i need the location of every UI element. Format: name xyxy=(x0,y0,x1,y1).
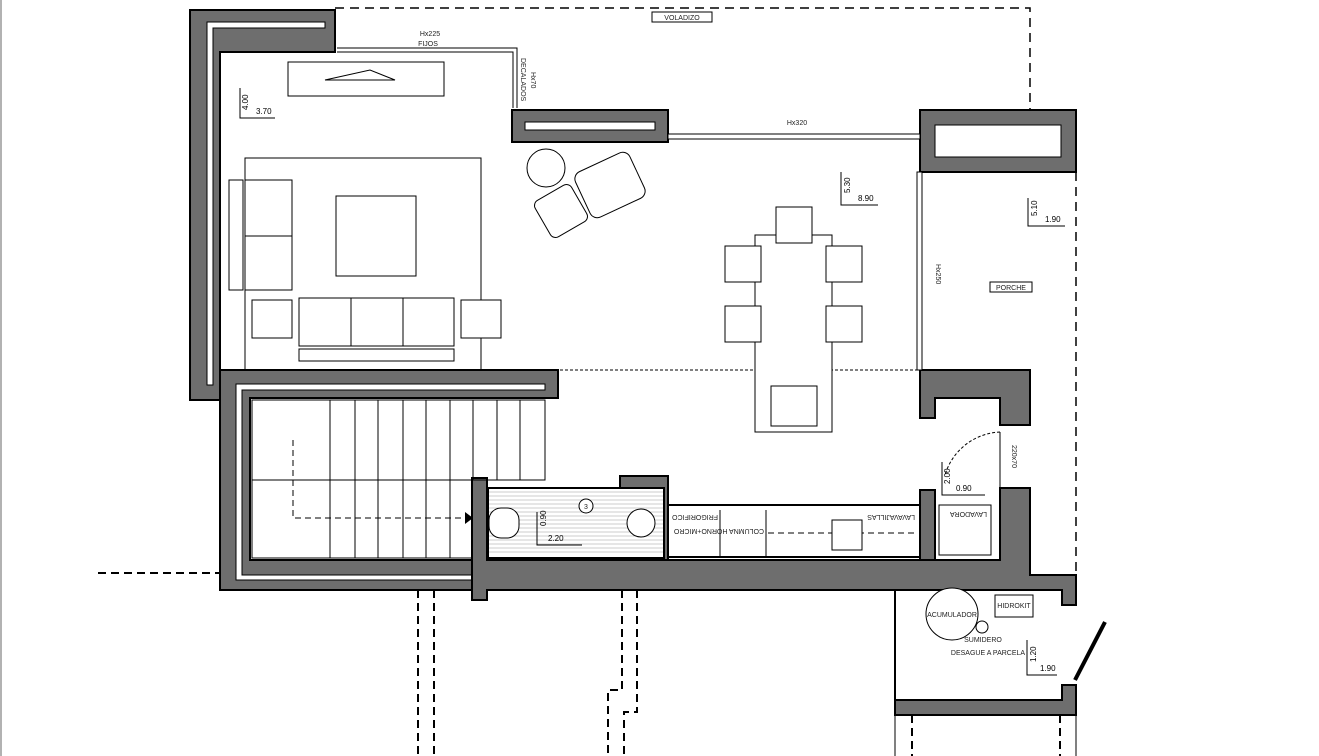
dining-chair xyxy=(770,385,818,427)
door-swing xyxy=(944,431,1001,476)
room-number-badge xyxy=(578,498,594,514)
bathroom-dim-b: 2.20 xyxy=(548,534,564,543)
dining-chair xyxy=(825,305,863,343)
stair-direction-line xyxy=(292,440,465,519)
door-size-label: 220x70 xyxy=(1010,445,1017,468)
sink xyxy=(831,519,863,551)
dining-chair xyxy=(775,206,813,244)
utility-dim-b: 1.90 xyxy=(1040,664,1056,673)
drain-outlet-label: DESAGUE A PARCELA xyxy=(951,650,1026,657)
window-fixed-inner xyxy=(337,51,514,108)
ottoman xyxy=(534,184,588,238)
washer-label: LAVADORA xyxy=(950,510,987,517)
sofa-cushion xyxy=(298,348,455,362)
staircase xyxy=(251,399,546,559)
plant xyxy=(526,148,566,188)
kitchen-counter xyxy=(667,504,921,558)
bathroom-dim-a: 0.90 xyxy=(539,510,548,526)
entry-dim-b: 0.90 xyxy=(956,484,972,493)
window-dining xyxy=(667,133,921,140)
living-dim-b: 3.70 xyxy=(256,107,272,116)
utility-dim-a: 1.20 xyxy=(1029,646,1038,662)
window-dining-label: Hx320 xyxy=(787,120,807,127)
dimension-marker xyxy=(239,88,275,119)
stair-treads xyxy=(329,400,521,558)
sofa-left xyxy=(244,179,293,291)
voladizo-label-box xyxy=(651,11,713,23)
armchair xyxy=(574,151,646,219)
dimension-marker xyxy=(1026,640,1057,676)
porch-dim-a: 5.10 xyxy=(1030,200,1039,216)
wall-kitchen-divider xyxy=(919,489,936,561)
window-offset-label: DECALADOS xyxy=(519,58,526,102)
living-dim-a: 4.00 xyxy=(241,94,250,110)
sofa-bottom xyxy=(298,297,455,347)
wall-slot xyxy=(524,121,656,131)
porch-dim-b: 1.90 xyxy=(1045,215,1061,224)
hidrokit xyxy=(994,594,1034,618)
window-fixed xyxy=(337,47,518,108)
voladizo-label: VOLADIZO xyxy=(664,15,700,22)
hidrokit-label: HIDROKIT xyxy=(997,603,1031,610)
side-table xyxy=(228,179,244,291)
stair-lower-flight xyxy=(251,479,473,559)
fridge-label: FRIGORIFICO xyxy=(672,513,718,520)
oven-column-label: COLUMNA HORNO+MICRO xyxy=(673,527,764,534)
dining-chair xyxy=(724,245,762,283)
dimension-marker xyxy=(1027,198,1065,227)
wall-stair xyxy=(219,369,559,591)
accumulator xyxy=(925,587,979,641)
entry-dim-a: 2.00 xyxy=(943,468,952,484)
washer xyxy=(938,504,992,556)
dishwasher-label: LAVAVAJILLAS xyxy=(867,513,915,520)
wall-south xyxy=(471,477,1077,716)
stair-arrow-icon xyxy=(465,512,473,524)
dining-chair xyxy=(825,245,863,283)
wall-entry xyxy=(919,369,1031,426)
dimension-marker xyxy=(536,512,582,546)
utility-door[interactable] xyxy=(1073,621,1107,681)
wall-slot xyxy=(934,124,1062,158)
accumulator-label: ACUMULADOR xyxy=(927,612,977,619)
window-offset-height: Hx70 xyxy=(529,72,536,88)
wall-cavity xyxy=(206,21,326,386)
foundation-line xyxy=(623,590,638,756)
window-fixed-height: Hx225 xyxy=(420,31,440,38)
wall-northwest xyxy=(189,9,336,401)
foundation-line xyxy=(607,590,623,756)
voladizo-outline xyxy=(335,7,1031,110)
stair-upper-flight xyxy=(251,399,546,481)
window-porch-label: Hx250 xyxy=(934,264,941,284)
dimension-marker xyxy=(941,462,985,496)
wall-cavity xyxy=(235,383,546,581)
drain-label: SUMIDERO xyxy=(964,637,1002,644)
pouf-right xyxy=(460,299,502,339)
window-fixed-label: FIJOS xyxy=(418,41,438,48)
drain-icon xyxy=(975,620,989,634)
window-porch xyxy=(916,171,923,371)
dining-chair xyxy=(724,305,762,343)
dimension-marker xyxy=(840,172,878,206)
room-number: 3 xyxy=(584,504,588,511)
dining-dim-a: 5.30 xyxy=(843,177,852,193)
porch-label-box xyxy=(989,281,1033,293)
pouf-left xyxy=(251,299,293,339)
dining-dim-b: 8.90 xyxy=(858,194,874,203)
tv xyxy=(324,69,396,81)
coffee-table xyxy=(335,195,417,277)
toilet-icon xyxy=(488,507,520,539)
porch-label: PORCHE xyxy=(996,285,1026,292)
shower-drain-icon xyxy=(626,508,656,538)
